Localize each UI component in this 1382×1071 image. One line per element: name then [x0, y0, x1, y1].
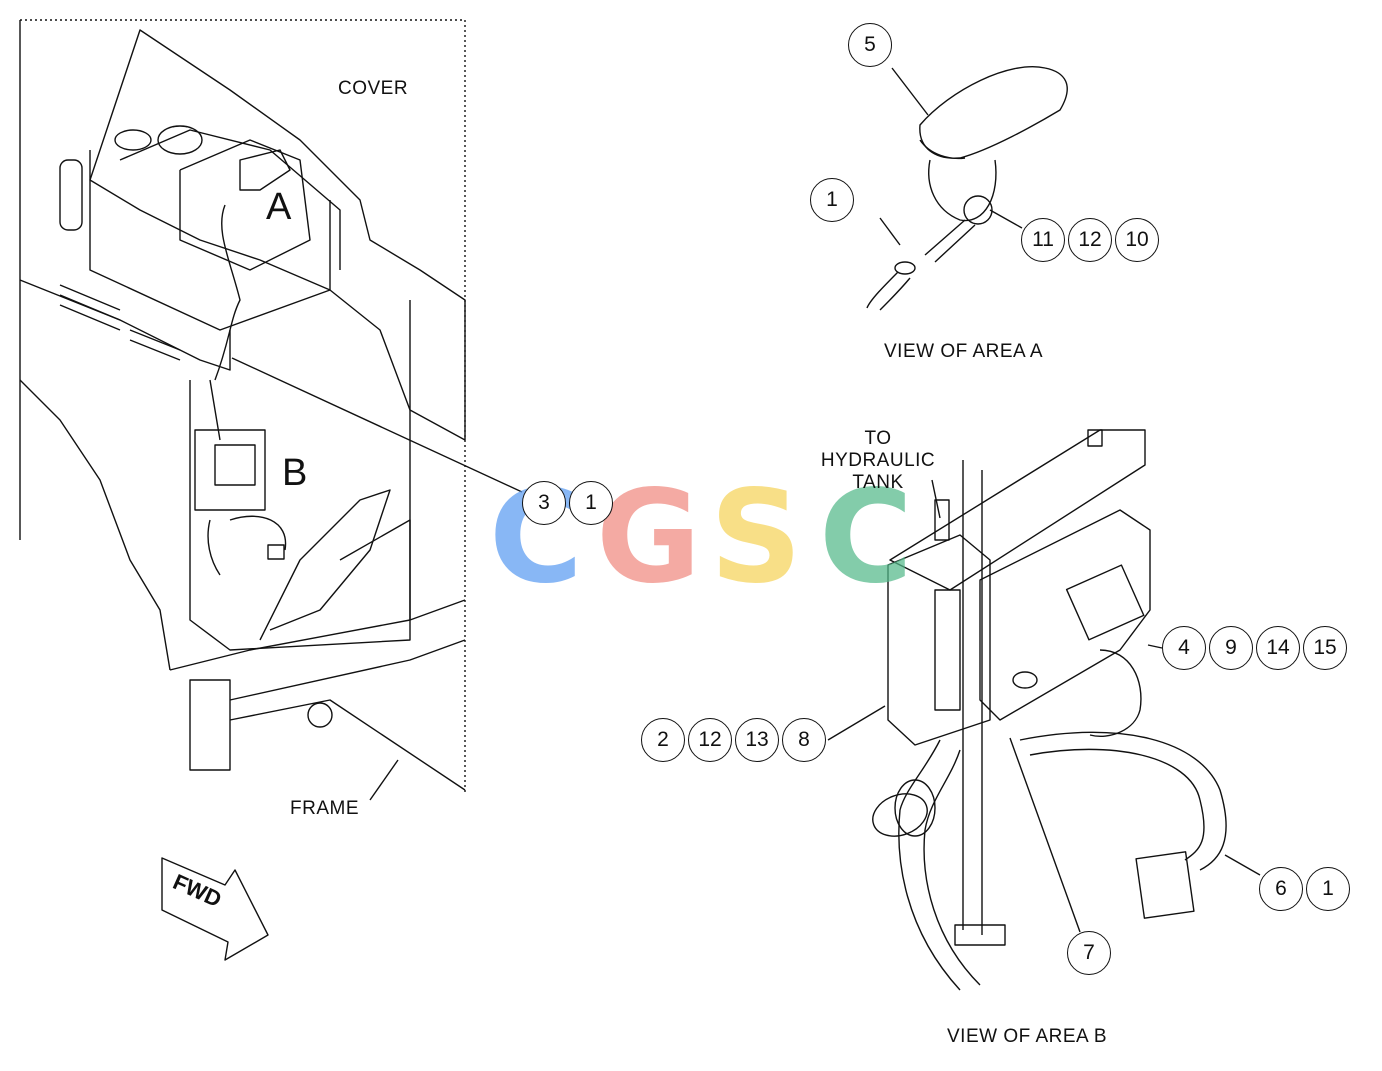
callout-7: 7: [1067, 931, 1111, 975]
label-line: TANK: [852, 471, 904, 493]
callout-13: 13: [735, 718, 779, 762]
callout-1: 1: [810, 178, 854, 222]
label-line: TO: [864, 428, 892, 449]
leader-line: [231, 357, 523, 493]
controller-drawing: [827, 429, 1261, 991]
area-b-marker: B: [282, 452, 308, 494]
area-a-marker: A: [266, 186, 292, 228]
callout-8: 8: [782, 718, 826, 762]
callout-11: 11: [1021, 218, 1065, 262]
joystick-drawing: [866, 66, 1068, 311]
callout-2: 2: [641, 718, 685, 762]
callout-10: 10: [1115, 218, 1159, 262]
label-line: HYDRAULIC: [820, 449, 936, 471]
callout-1: 1: [1306, 867, 1350, 911]
to-hydraulic-tank-label: TO HYDRAULIC TANK: [812, 428, 944, 494]
callout-9: 9: [1209, 626, 1253, 670]
view-area-b-label: VIEW OF AREA B: [947, 1026, 1108, 1047]
machine-overview: [19, 19, 466, 801]
callout-12: 12: [688, 718, 732, 762]
callout-6: 6: [1259, 867, 1303, 911]
callout-15: 15: [1303, 626, 1347, 670]
fwd-arrow-icon: [161, 857, 269, 961]
cover-label: COVER: [338, 78, 409, 99]
callout-12: 12: [1068, 218, 1112, 262]
frame-label: FRAME: [290, 798, 359, 819]
callout-3: 3: [522, 481, 566, 525]
view-area-a-label: VIEW OF AREA A: [884, 341, 1044, 362]
callout-14: 14: [1256, 626, 1300, 670]
callout-4: 4: [1162, 626, 1206, 670]
callout-5: 5: [848, 23, 892, 67]
callout-1: 1: [569, 481, 613, 525]
